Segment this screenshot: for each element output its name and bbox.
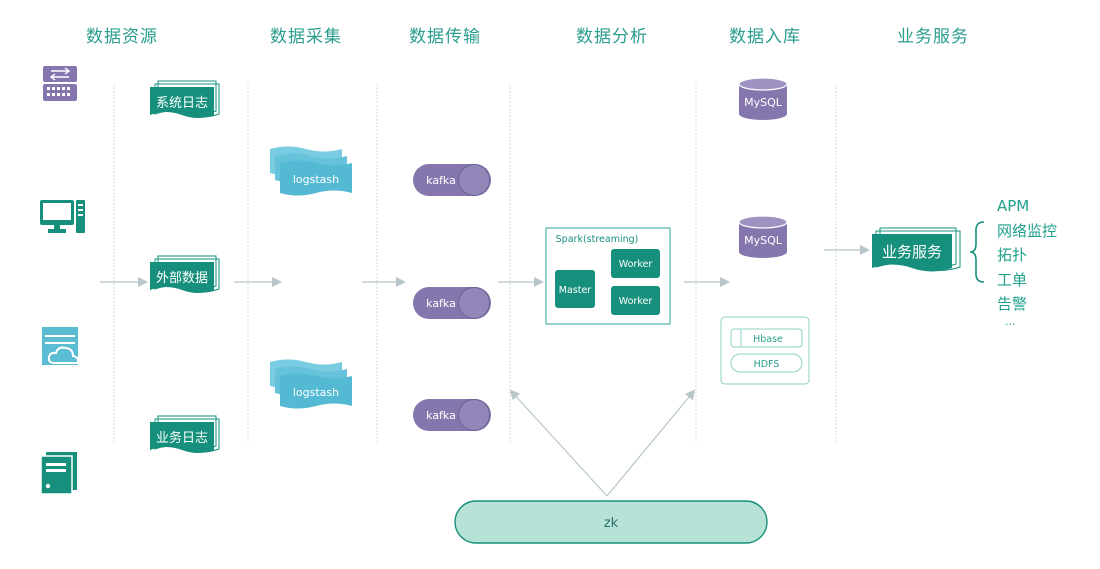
- spark-title: Spark(streaming): [556, 234, 639, 245]
- column-title-data-analysis: 数据分析: [576, 27, 648, 47]
- kafka-label: kafka: [426, 409, 456, 422]
- zk-label: zk: [604, 516, 619, 531]
- zk-arrow-to-storage: [606, 389, 696, 497]
- spark-streaming-box: Spark(streaming) Master Worker Worker: [545, 227, 671, 325]
- computer-icon: [40, 200, 85, 233]
- service-list: APM 网络监控 拓扑 工单 告警 ...: [997, 194, 1057, 327]
- column-title-business-service: 业务服务: [897, 27, 969, 47]
- service-item-ticket: 工单: [997, 270, 1028, 289]
- column-title-data-storage: 数据入库: [729, 27, 801, 47]
- spark-master: [555, 270, 595, 308]
- zk-node: zk: [454, 500, 768, 544]
- hbase-hdfs-box: Hbase HDFS: [720, 316, 810, 385]
- service-item-alert: 告警: [997, 295, 1028, 313]
- kafka-node: kafka: [412, 163, 492, 197]
- logstash-label: logstash: [293, 386, 339, 399]
- spark-worker: [611, 249, 660, 278]
- mysql-label: MySQL: [744, 96, 783, 109]
- hdfs-label: HDFS: [754, 359, 780, 370]
- kafka-node: kafka: [412, 286, 492, 320]
- kafka-node: kafka: [412, 398, 492, 432]
- hbase-node: [730, 328, 803, 348]
- logstash-node: logstash: [270, 359, 352, 409]
- mysql-database: MySQL: [738, 77, 788, 121]
- column-separators: [113, 84, 837, 442]
- kafka-label: kafka: [426, 297, 456, 310]
- service-item-more: ...: [1005, 314, 1016, 328]
- hbase-label: Hbase: [753, 334, 783, 345]
- service-item-topology: 拓扑: [997, 246, 1028, 264]
- column-title-data-source: 数据资源: [86, 27, 158, 47]
- cloud-server-icon: [42, 327, 80, 365]
- logstash-node: logstash: [270, 146, 352, 196]
- keyboard-transfer-icon: [43, 66, 77, 101]
- column-title-data-collection: 数据采集: [270, 27, 342, 47]
- service-item-apm: APM: [997, 197, 1030, 215]
- mysql-label: MySQL: [744, 234, 783, 247]
- column-title-data-transport: 数据传输: [409, 27, 481, 47]
- zk-arrow-to-transport: [509, 389, 608, 497]
- service-item-network-monitoring: 网络监控: [997, 221, 1058, 240]
- spark-worker: [611, 286, 660, 315]
- spark-worker-label: Worker: [619, 296, 653, 307]
- doc-external-data-label: 外部数据: [156, 271, 208, 286]
- doc-system-log: 系统日志: [149, 80, 220, 119]
- document-server-icon: [40, 452, 77, 495]
- doc-system-log-label: 系统日志: [156, 96, 208, 111]
- mysql-database: MySQL: [738, 215, 788, 259]
- flow-arrows: [100, 245, 870, 497]
- doc-external-data: 外部数据: [149, 255, 220, 294]
- doc-business-log-label: 业务日志: [156, 430, 208, 446]
- hdfs-node: [730, 353, 803, 373]
- business-service-label: 业务服务: [882, 243, 942, 261]
- business-service-doc: 业务服务: [872, 227, 961, 272]
- service-list-brace: [969, 221, 985, 283]
- spark-master-label: Master: [559, 285, 592, 296]
- spark-worker-label: Worker: [619, 259, 653, 270]
- logstash-label: logstash: [293, 173, 339, 186]
- kafka-label: kafka: [426, 174, 456, 187]
- doc-business-log: 业务日志: [149, 415, 220, 454]
